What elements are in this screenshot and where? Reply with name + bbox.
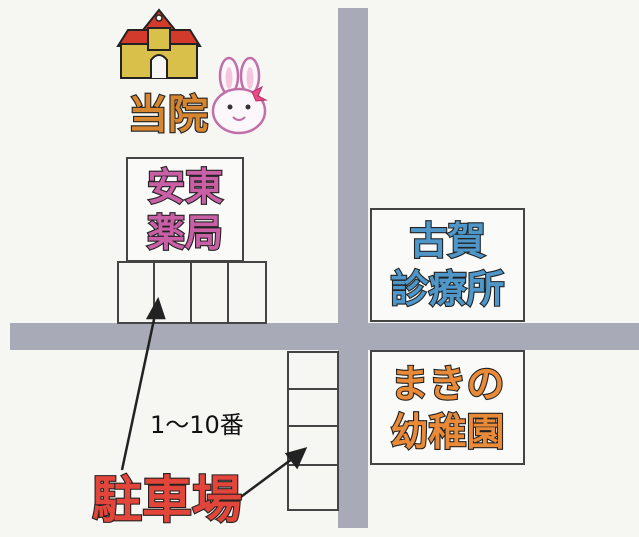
bunny-mascot-icon (211, 56, 268, 135)
pharmacy-name-line1: 安東 (146, 164, 224, 209)
pharmacy-box: 安東 薬局 (126, 157, 244, 262)
pharmacy-name-line2: 薬局 (146, 210, 224, 255)
parking-stalls-north (117, 261, 267, 324)
vertical-road (338, 8, 368, 528)
arrow-to-south-parking (229, 454, 297, 507)
parking-stalls-south (287, 351, 339, 511)
horizontal-road (10, 323, 639, 350)
parking-spaces-label: 1～10番 (150, 411, 244, 439)
parking-stall (287, 464, 339, 511)
parking-stall (287, 351, 339, 390)
hospital-label: 当院 (127, 92, 209, 138)
school-building-icon (116, 8, 202, 79)
parking-stall (287, 388, 339, 427)
clinic-name-line2: 診療所 (389, 267, 505, 311)
parking-arrows (120, 296, 308, 507)
parking-stall (227, 261, 267, 324)
kindergarten-name-line1: まきの (389, 361, 505, 406)
arrow-to-north-parking (120, 309, 158, 471)
clinic-name-line1: 古賀 (408, 219, 486, 263)
parking-stall (117, 261, 155, 324)
kindergarten-name-line2: 幼稚園 (389, 409, 505, 454)
parking-label: 駐車場 (91, 471, 243, 529)
parking-stall (190, 261, 229, 324)
kindergarten-box: まきの 幼稚園 (370, 350, 525, 465)
clinic-box: 古賀 診療所 (370, 208, 525, 322)
